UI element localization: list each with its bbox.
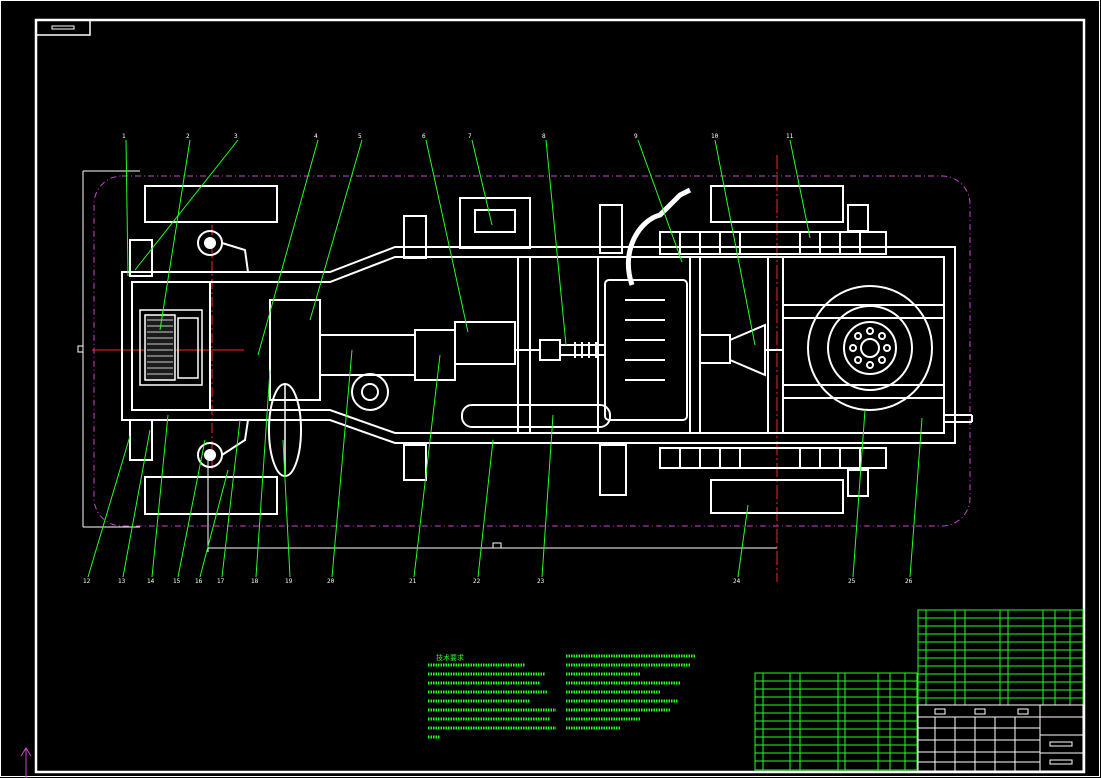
frame-brackets [129, 204, 869, 497]
callout-label: 1 [122, 133, 126, 140]
rear-right-wheel [710, 479, 844, 514]
callout-label: 8 [542, 133, 546, 140]
callout-label: 21 [409, 578, 417, 585]
parts-list-table [754, 609, 1084, 771]
engine-gearbox [269, 299, 605, 411]
callout-label: 25 [848, 578, 856, 585]
technical-notes: 技术要求 [428, 653, 695, 739]
vehicle-envelope [93, 175, 971, 527]
callout-label: 22 [473, 578, 481, 585]
muffler [461, 404, 611, 428]
corner-code-box [35, 19, 91, 36]
rear-leaf-springs [659, 231, 887, 469]
fuel-tank [604, 187, 692, 421]
callout-label: 7 [468, 133, 472, 140]
centerlines [92, 155, 778, 582]
radiator [139, 309, 203, 386]
callout-label: 9 [634, 133, 638, 140]
top-callout-labels: 1 2 3 4 5 6 7 8 9 10 11 [122, 133, 794, 140]
callout-label: 20 [327, 578, 335, 585]
callout-label: 15 [173, 578, 181, 585]
callout-label: 19 [285, 578, 293, 585]
title-block [917, 704, 1084, 772]
callout-label: 23 [537, 578, 545, 585]
callout-label: 18 [251, 578, 259, 585]
top-accessory-bracket [459, 197, 531, 249]
callout-label: 4 [314, 133, 318, 140]
ucs-icon [20, 747, 32, 778]
callout-label: 5 [358, 133, 362, 140]
front-right-wheel [144, 476, 278, 515]
bottom-callout-labels: 12 13 14 15 16 17 18 19 20 21 22 23 24 2… [83, 578, 913, 585]
callout-label: 13 [118, 578, 126, 585]
wheels [144, 185, 844, 515]
callout-label: 24 [733, 578, 741, 585]
callout-label: 12 [83, 578, 91, 585]
callout-label: 6 [422, 133, 426, 140]
callout-label: 2 [186, 133, 190, 140]
dimension-lines [77, 170, 777, 552]
spare-wheel [807, 285, 933, 411]
leader-lines [87, 139, 923, 578]
rear-differential [699, 323, 783, 377]
callout-label: 16 [195, 578, 203, 585]
callout-label: 14 [147, 578, 155, 585]
callout-label: 11 [786, 133, 794, 140]
callout-label: 17 [217, 578, 225, 585]
callout-label: 10 [711, 133, 719, 140]
notes-title: 技术要求 [436, 653, 464, 662]
front-left-wheel [144, 185, 278, 223]
rear-left-wheel [710, 185, 844, 223]
front-axle [197, 230, 249, 468]
callout-label: 26 [905, 578, 913, 585]
inner-drawing-frame [34, 18, 1086, 774]
callout-label: 3 [234, 133, 238, 140]
